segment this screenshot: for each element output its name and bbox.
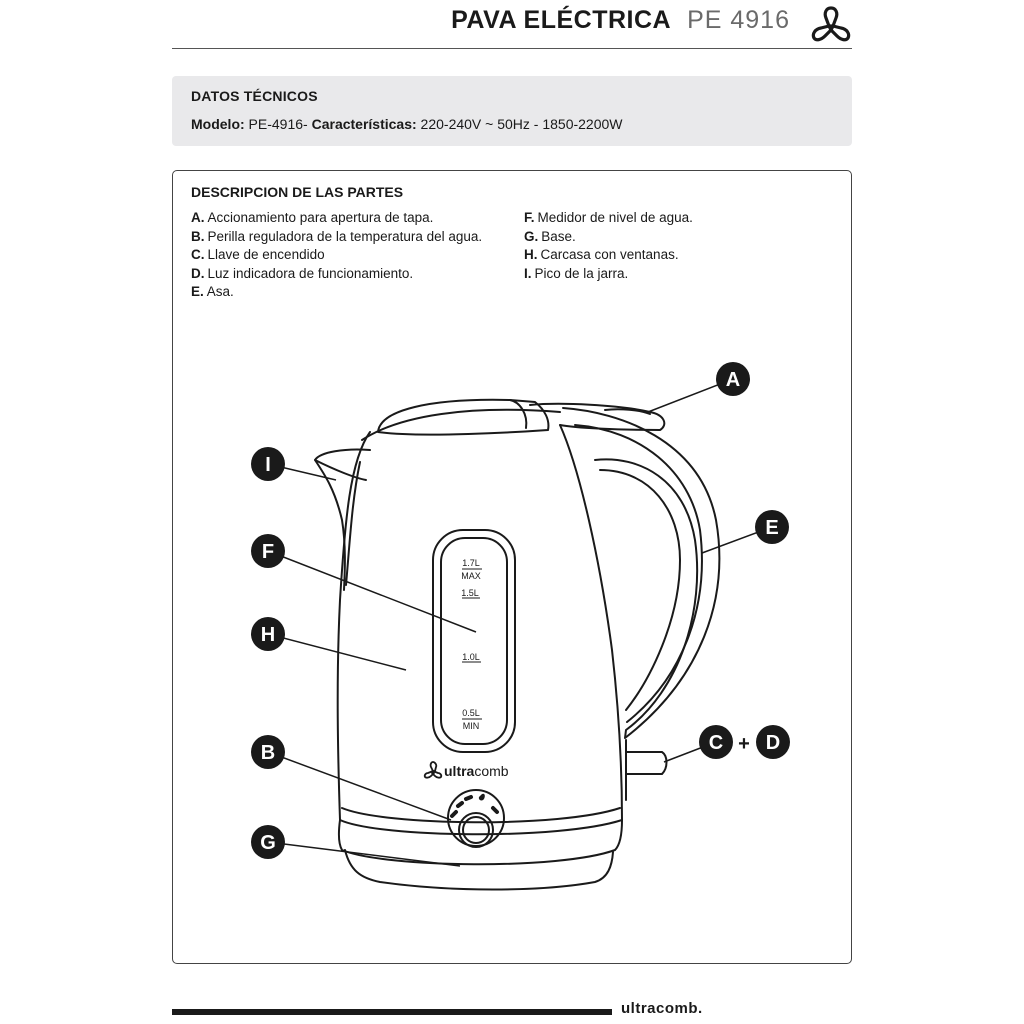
- part-key: H.: [524, 247, 538, 263]
- part-key: E.: [191, 284, 204, 300]
- kettle-brand: ultracomb: [423, 761, 509, 779]
- lid-drawing: [377, 398, 666, 436]
- leader-lines: [267, 378, 773, 867]
- callout-a-label: A: [726, 369, 740, 391]
- part-item: G.Base.: [524, 228, 693, 247]
- part-key: B.: [191, 228, 205, 244]
- part-item: H.Carcasa con ventanas.: [524, 246, 693, 265]
- callout-e: E: [755, 510, 789, 544]
- callout-h: H: [251, 617, 285, 651]
- water-window: [432, 529, 516, 753]
- parts-title: DESCRIPCION DE LAS PARTES: [191, 184, 404, 200]
- knob-dial-marks: [450, 795, 499, 818]
- part-text: Asa.: [206, 284, 234, 300]
- switch-drawing: [625, 739, 668, 801]
- level-min-bottom: MIN: [463, 721, 480, 731]
- callout-d: D: [756, 725, 790, 759]
- part-item: A.Accionamiento para apertura de tapa.: [191, 209, 482, 228]
- callout-i-label: I: [265, 454, 271, 476]
- level-15: 1.5L: [461, 588, 479, 598]
- callout-b: B: [251, 735, 285, 769]
- flame-icon: [478, 793, 485, 801]
- part-item: B.Perilla reguladora de la temperatura d…: [191, 228, 482, 247]
- tech-data-panel: DATOS TÉCNICOS Modelo: PE-4916- Caracter…: [172, 76, 852, 146]
- parts-panel: DESCRIPCION DE LAS PARTES A.Accionamient…: [172, 170, 852, 964]
- part-text: Medidor de nivel de agua.: [537, 210, 693, 225]
- part-item: D.Luz indicadora de funcionamiento.: [191, 265, 482, 284]
- part-text: Carcasa con ventanas.: [540, 247, 679, 263]
- callout-b-label: B: [261, 742, 275, 764]
- callout-g: G: [251, 825, 285, 859]
- callout-plus: +: [738, 733, 750, 755]
- part-key: F.: [524, 210, 535, 225]
- model-label: Modelo:: [191, 116, 245, 132]
- part-text: Pico de la jarra.: [534, 265, 629, 281]
- callout-f-label: F: [262, 541, 274, 563]
- spout-drawing: [314, 448, 371, 591]
- level-max-bottom: MAX: [461, 571, 481, 581]
- water-window-inner: [440, 537, 508, 745]
- part-text: Perilla reguladora de la temperatura del…: [207, 228, 483, 244]
- page-header: PAVA ELÉCTRICA PE 4916: [172, 0, 852, 49]
- level-labels: 1.7L MAX 1.5L 1.0L 0.5L MIN: [461, 558, 482, 731]
- part-key: G.: [524, 228, 539, 244]
- product-model: PE 4916: [687, 6, 790, 34]
- parts-list-right: F.Medidor de nivel de agua. G.Base. H.Ca…: [524, 209, 693, 283]
- footer-brand: ultracomb.: [621, 1000, 703, 1017]
- kettle-body-drawing: [336, 408, 623, 891]
- level-min-top: 0.5L: [462, 708, 480, 718]
- part-text: Base.: [541, 228, 576, 244]
- parts-list-left: A.Accionamiento para apertura de tapa. B…: [191, 209, 482, 302]
- part-item: F.Medidor de nivel de agua.: [524, 209, 693, 228]
- callout-f: F: [251, 534, 285, 568]
- tech-data-line: Modelo: PE-4916- Características: 220-24…: [191, 116, 623, 132]
- title-group: PAVA ELÉCTRICA PE 4916: [451, 6, 790, 35]
- product-title: PAVA ELÉCTRICA: [451, 6, 672, 34]
- part-text: Accionamiento para apertura de tapa.: [207, 210, 434, 225]
- handle-drawing: [562, 407, 721, 739]
- kettle-brand-bold: ultra: [444, 763, 475, 779]
- callout-c: C: [699, 725, 733, 759]
- kettle-brand-logo-icon: [423, 761, 443, 779]
- kettle-brand-rest: comb: [474, 763, 508, 779]
- callout-a: A: [716, 362, 750, 396]
- model-value: PE-4916-: [244, 116, 312, 132]
- callout-h-label: H: [261, 624, 275, 646]
- callout-c-label: C: [709, 732, 723, 754]
- features-label: Características:: [311, 116, 417, 132]
- part-key: A.: [191, 210, 205, 225]
- callout-g-label: G: [260, 832, 276, 854]
- callout-i: I: [251, 447, 285, 481]
- footer-bar: [172, 1009, 612, 1015]
- level-10: 1.0L: [462, 652, 480, 662]
- callout-d-label: D: [766, 732, 780, 754]
- level-max-top: 1.7L: [462, 558, 480, 568]
- part-key: D.: [191, 265, 205, 281]
- ultracomb-logo-icon: [811, 6, 851, 42]
- part-text: Luz indicadora de funcionamiento.: [207, 265, 414, 281]
- features-value: 220-240V ~ 50Hz - 1850-2200W: [416, 116, 623, 132]
- part-text: Llave de encendido: [207, 247, 325, 263]
- part-key: C.: [191, 247, 205, 263]
- temperature-knob: [447, 789, 505, 848]
- part-item: E.Asa.: [191, 283, 482, 302]
- part-item: C.Llave de encendido: [191, 246, 482, 265]
- part-item: I.Pico de la jarra.: [524, 265, 693, 284]
- callout-e-label: E: [765, 517, 778, 539]
- part-key: I.: [524, 265, 532, 281]
- tech-data-title: DATOS TÉCNICOS: [191, 88, 318, 104]
- svg-text:ultracomb: ultracomb: [444, 763, 509, 779]
